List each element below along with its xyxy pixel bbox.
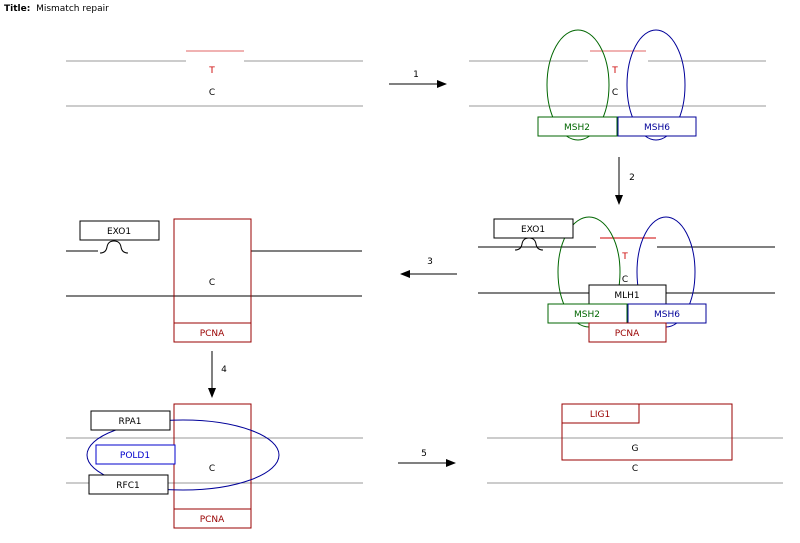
pold1-box bbox=[95, 444, 176, 465]
panel-ligation: LIG1 G C bbox=[487, 403, 783, 484]
template-base-c: C bbox=[632, 464, 638, 474]
panel-recognition: T C MSH2 MSH6 bbox=[469, 29, 766, 141]
lig1-box bbox=[561, 403, 640, 424]
template-base-c: C bbox=[209, 278, 215, 288]
msh6-box bbox=[617, 116, 697, 137]
step-arrow-4: 4 bbox=[208, 351, 227, 398]
pold1-label: POLD1 bbox=[120, 451, 150, 461]
template-base-c: C bbox=[612, 88, 618, 98]
msh6-label: MSH6 bbox=[654, 310, 680, 320]
rfc1-label: RFC1 bbox=[116, 481, 139, 491]
step-arrow-1: 1 bbox=[389, 70, 447, 88]
lig1-label: LIG1 bbox=[590, 410, 610, 420]
panel-resynthesis: PCNA C RPA1 POLD1 RFC1 bbox=[66, 403, 363, 529]
panel-mlh1-recruitment: T C EXO1 MLH1 MSH2 MSH6 PCNA bbox=[478, 216, 775, 343]
step-arrow-2: 2 bbox=[615, 157, 635, 205]
title-label: Title: bbox=[4, 4, 31, 14]
exo1-box bbox=[493, 218, 574, 239]
exo1-brace bbox=[514, 237, 544, 251]
pold1-clamp bbox=[86, 419, 280, 491]
mismatch-base-t: T bbox=[611, 66, 618, 76]
mismatch-base-t: T bbox=[621, 252, 628, 262]
template-base-c: C bbox=[209, 464, 215, 474]
step-label-5: 5 bbox=[421, 449, 427, 459]
msh2-clamp bbox=[546, 29, 610, 141]
pcna-label: PCNA bbox=[200, 329, 225, 339]
pcna-label: PCNA bbox=[200, 515, 225, 525]
pcna-ring bbox=[173, 218, 252, 343]
rfc1-box bbox=[88, 474, 169, 495]
msh2-label: MSH2 bbox=[574, 310, 600, 320]
lig1-complex bbox=[561, 403, 733, 461]
step-label-2: 2 bbox=[629, 173, 635, 183]
rpa1-box bbox=[90, 410, 171, 431]
mlh1-label: MLH1 bbox=[614, 291, 639, 301]
template-base-c: C bbox=[209, 88, 215, 98]
msh6-label: MSH6 bbox=[644, 123, 670, 133]
step-arrow-5: 5 bbox=[398, 449, 456, 467]
step-arrow-3: 3 bbox=[400, 257, 457, 278]
panel-mismatch: T C bbox=[66, 50, 363, 107]
exo1-label: EXO1 bbox=[521, 225, 545, 235]
repaired-base-g: G bbox=[632, 444, 639, 454]
msh2-label: MSH2 bbox=[564, 123, 590, 133]
panel-excision: PCNA C EXO1 bbox=[66, 218, 362, 343]
pcna-ring bbox=[173, 403, 252, 529]
step-label-4: 4 bbox=[221, 365, 227, 375]
mismatch-base-t: T bbox=[208, 66, 215, 76]
step-label-1: 1 bbox=[413, 70, 419, 80]
msh6-box bbox=[627, 303, 707, 324]
template-base-c: C bbox=[622, 275, 628, 285]
msh6-clamp bbox=[626, 29, 686, 141]
pcna-label: PCNA bbox=[615, 329, 640, 339]
msh2-box bbox=[547, 303, 628, 324]
msh2-box bbox=[537, 116, 618, 137]
exo1-brace bbox=[99, 240, 129, 254]
exo1-box bbox=[79, 220, 160, 241]
step-label-3: 3 bbox=[427, 257, 433, 267]
diagram-title: Title: Mismatch repair bbox=[4, 4, 109, 14]
title-value: Mismatch repair bbox=[36, 4, 109, 14]
rpa1-label: RPA1 bbox=[119, 417, 142, 427]
pcna-box bbox=[588, 322, 667, 343]
exo1-label: EXO1 bbox=[107, 227, 131, 237]
